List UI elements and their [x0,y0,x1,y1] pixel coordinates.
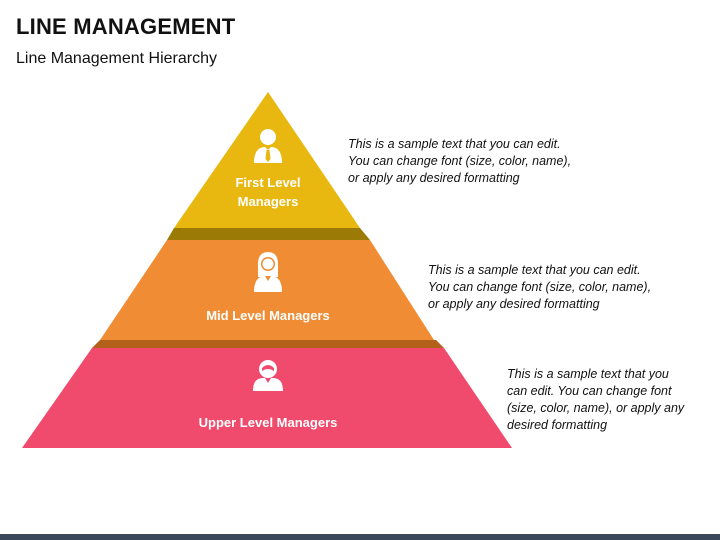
description-line: You can change font (size, color, name), [348,154,572,168]
tier-first-level: First Level Managers [174,92,360,228]
tier-upper-label: Upper Level Managers [199,415,338,430]
description-line: or apply any desired formatting [428,297,600,311]
slide-subtitle: Line Management Hierarchy [16,50,217,67]
businessman-icon [254,129,282,163]
description-line: (size, color, name), or apply any [507,401,685,415]
tier-upper-level: Upper Level Managers [22,348,512,448]
person-icon [253,360,283,391]
tier-mid-level: Mid Level Managers [100,240,434,340]
tier-first-label-line2: Managers [238,194,299,209]
businesswoman-icon [254,252,282,292]
slide-title: LINE MANAGEMENT [16,14,236,39]
description-line: can edit. You can change font [507,384,672,398]
tier-first-label-line1: First Level [235,175,300,190]
description-line: desired formatting [507,418,608,432]
description-line: This is a sample text that you [507,367,669,381]
tier-first-shadow [167,228,370,240]
description-line: You can change font (size, color, name), [428,280,652,294]
tier-mid-description: This is a sample text that you can edit.… [428,262,651,313]
tier-first-description: This is a sample text that you can edit.… [348,136,571,187]
description-line: or apply any desired formatting [348,171,520,185]
tier-mid-shadow [92,340,444,348]
bottom-accent-bar [0,534,720,540]
tier-upper-description: This is a sample text that you can edit.… [507,366,684,434]
tier-mid-label: Mid Level Managers [206,308,330,323]
tier-upper-shape [22,348,512,448]
description-line: This is a sample text that you can edit. [348,137,561,151]
description-line: This is a sample text that you can edit. [428,263,641,277]
